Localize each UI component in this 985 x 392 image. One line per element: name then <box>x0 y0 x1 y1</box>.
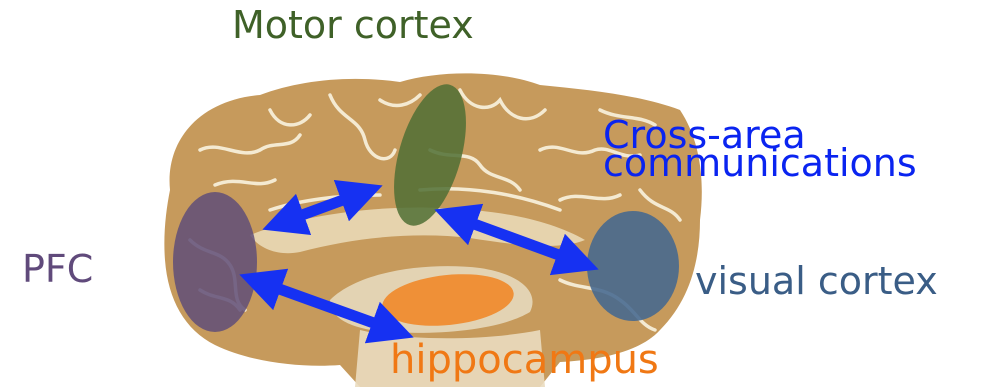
motor-cortex-label: Motor cortex <box>232 6 474 44</box>
pfc-label: PFC <box>22 250 93 288</box>
hippocampus-label: hippocampus <box>390 340 659 380</box>
visual-cortex-label: visual cortex <box>695 262 938 300</box>
communications-label: communications <box>603 144 917 182</box>
pfc-region <box>173 192 257 332</box>
visual-cortex-region <box>587 211 679 321</box>
